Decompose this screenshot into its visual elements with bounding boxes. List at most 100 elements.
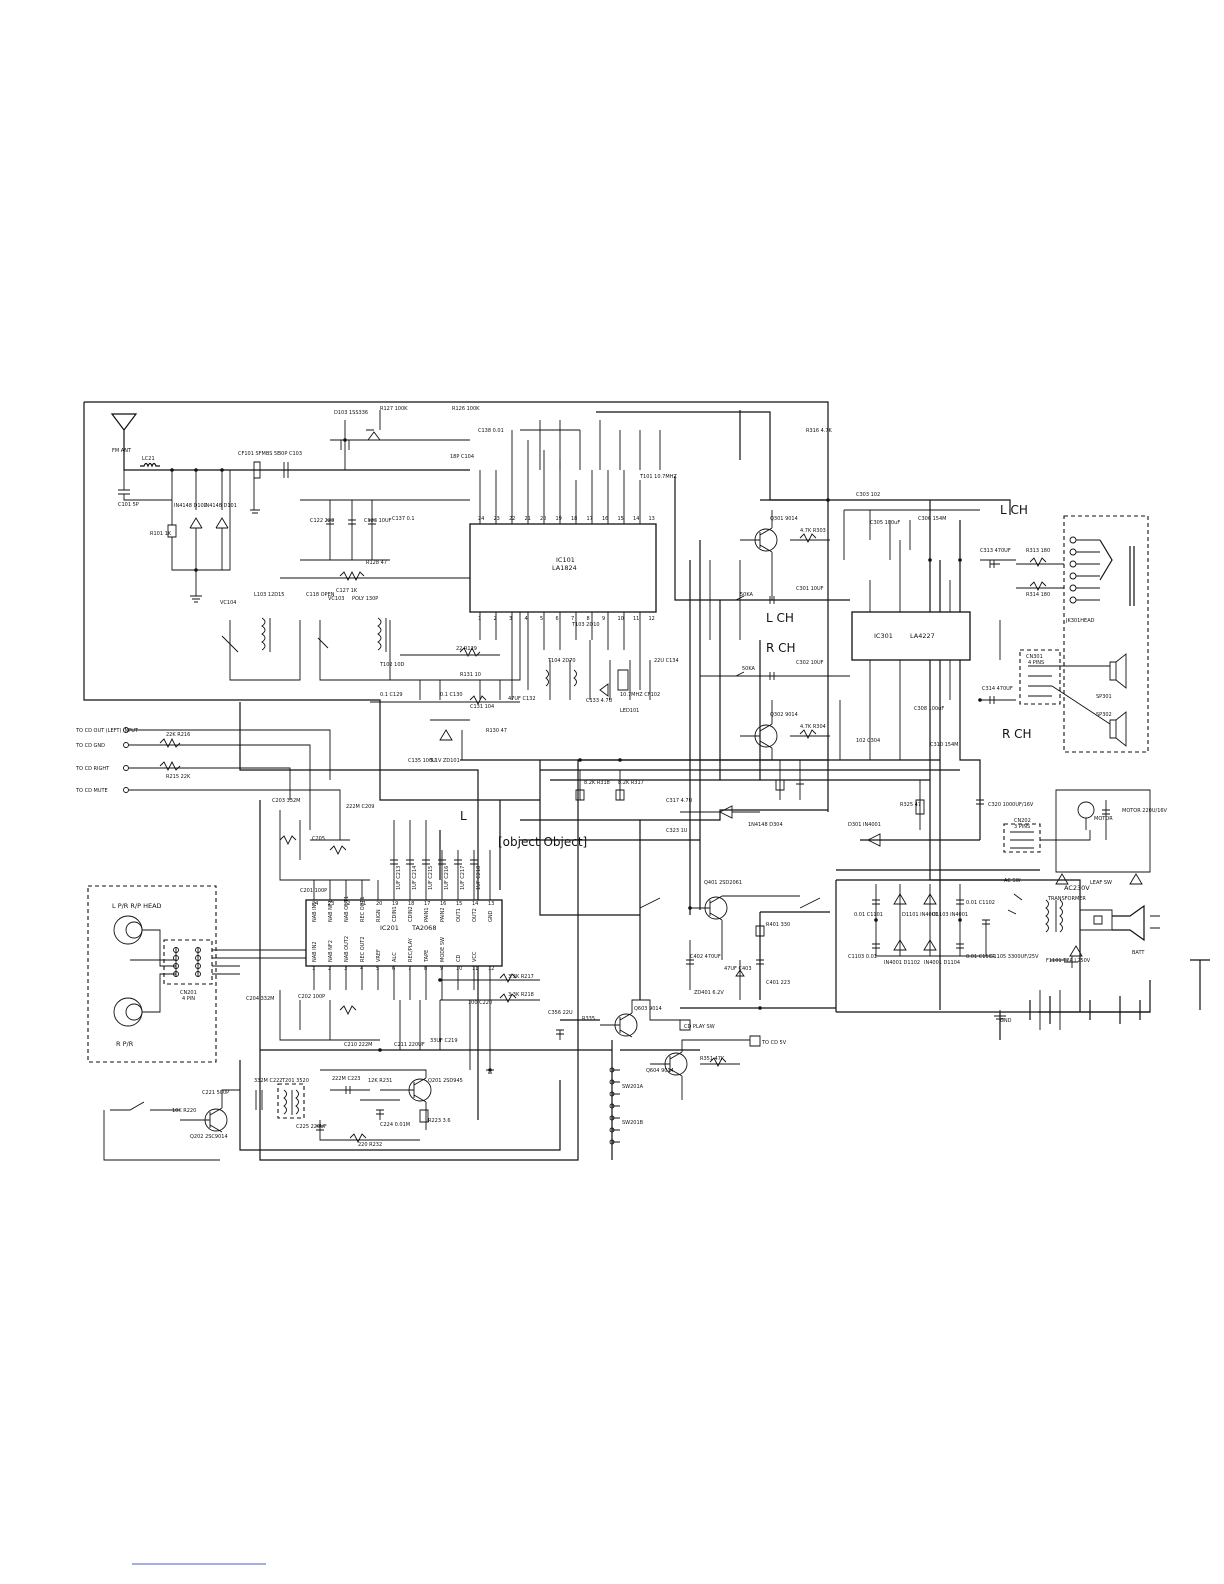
c323-label: C323 1U xyxy=(666,828,688,834)
vr301-label: 50KA xyxy=(742,666,756,672)
c301-label: C301 10UF xyxy=(796,586,824,592)
ic201-pin-bottom-10: VCC xyxy=(472,951,478,962)
ic101-pin-bottom-num-10: 11 xyxy=(633,616,639,622)
r130-label: R130 47 xyxy=(486,728,507,734)
ic201-pin-top-6: CDIN2 xyxy=(408,906,414,922)
ic201-pin-bottom-4: VREF xyxy=(376,949,382,962)
c306-label: C306 154M xyxy=(918,516,946,522)
ic101-pin-bottom-num-9: 10 xyxy=(618,616,624,622)
ic201-pin-bottom-num-5: 6 xyxy=(392,966,395,972)
r126-label: R126 100K xyxy=(452,406,480,412)
ic201-chip xyxy=(279,810,540,1074)
c211-label: C211 220UF xyxy=(394,1042,425,1048)
ic101-pin-bottom-num-8: 9 xyxy=(602,616,605,622)
ic101-pin-top-num-11: 13 xyxy=(649,516,655,522)
t102-label: T102 10D xyxy=(379,662,405,668)
sw201a-label: SW201A xyxy=(622,1084,644,1090)
c130-label: 0.1 C130 xyxy=(440,692,463,698)
junctions xyxy=(170,438,982,1072)
l-ch-label-1: L CH xyxy=(766,611,794,625)
r232-label: 220 R232 xyxy=(358,1142,382,1148)
jack-label: JK301HEAD xyxy=(1065,618,1095,624)
ic201-pin-bottom-num-9: 10 xyxy=(456,966,462,972)
main-wiring xyxy=(83,401,1151,1161)
d1101-label: D1101 IN4001 xyxy=(902,912,938,918)
ic201-coupling-cap-0: 1UF C213 xyxy=(396,866,402,890)
ic101-pin-bottom-num-5: 6 xyxy=(556,616,559,622)
ic201-pin-bottom-num-2: 3 xyxy=(344,966,347,972)
c202-label: C202 100P xyxy=(298,994,325,1000)
c103-label: 30P C103 xyxy=(278,451,302,457)
zd101-label: 5.1V ZD101 xyxy=(430,758,460,764)
d103-label: D103 1SS336 xyxy=(334,410,368,416)
cf101-label: CF101 SFMBS 5E xyxy=(238,451,280,457)
ic201-pin-top-3: REC OUT1 xyxy=(360,896,366,922)
d102-label: IN4148 D102 xyxy=(174,503,207,509)
ic101-part: LA1824 xyxy=(552,564,577,572)
ic101-pin-bottom-num-6: 7 xyxy=(571,616,574,622)
ic301-chip xyxy=(839,509,980,760)
t201-label: T201 3520 xyxy=(281,1078,309,1084)
ic201-pin-top-num-3: 21 xyxy=(360,901,366,907)
c1104-label: 0.01 C1104 xyxy=(966,954,995,960)
ic201-pin-top-2: NAB OUT1 xyxy=(344,896,350,922)
ic101-pin-top-num-3: 21 xyxy=(525,516,531,522)
gnd-label: GND xyxy=(1000,1018,1012,1024)
r335-label: R335 xyxy=(582,1016,595,1022)
sw201b-label: SW201B xyxy=(622,1120,644,1126)
ac230v-label: AC230V xyxy=(1064,884,1090,892)
ic201-pin-top-num-6: 18 xyxy=(408,901,414,907)
ic101-chip xyxy=(469,420,661,700)
ic201-coupling-cap-3: 1UF C216 xyxy=(444,866,450,890)
ic201-pin-top-0: NAB IN1 xyxy=(312,901,318,922)
c304-label: 102 C304 xyxy=(856,738,880,744)
transformer-label: TRANSFORMER xyxy=(1047,896,1086,902)
regulator-section xyxy=(430,719,984,1000)
r317-label: 8.2K R317 xyxy=(618,780,644,786)
cd-play-sw-label: CD PLAY SW xyxy=(684,1024,715,1030)
c1105-label: C1105 3300UF/25V xyxy=(990,954,1039,960)
c1101-label: 0.01 C1101 xyxy=(854,912,883,918)
motor-cap-label: MOTOR 220U/16V xyxy=(1122,808,1168,814)
c210-label: C210 222M xyxy=(344,1042,372,1048)
ic101-pin-top-num-0: 24 xyxy=(478,516,484,522)
ic201-pin-top-num-11: 13 xyxy=(488,901,494,907)
poly-label: POLY 130P xyxy=(352,596,378,602)
r101-label: R101 1K xyxy=(150,531,172,537)
c129-label: 0.1 C129 xyxy=(380,692,403,698)
cn301-pins-label: 4 PINS xyxy=(1028,660,1044,666)
d304-label: 1N4148 D304 xyxy=(748,822,783,828)
ic101-pin-top-num-4: 20 xyxy=(540,516,546,522)
ic101-pin-bottom-num-1: 2 xyxy=(494,616,497,622)
cn301-label: CN301 xyxy=(1026,654,1043,660)
output-section xyxy=(980,515,1149,753)
c123-label: C123 10UF xyxy=(364,518,392,524)
t104-label: T104 2D70 xyxy=(547,658,576,664)
vc104-label: VC104 xyxy=(220,600,236,606)
t101-label: T101 10.7MHZ xyxy=(639,474,677,480)
l103-label: L103 12D15 xyxy=(254,592,285,598)
ic201-pin-top-9: OUT1 xyxy=(456,908,462,922)
d1102-label: IN4001 D1102 xyxy=(884,960,920,966)
ic101-pin-bottom-num-0: 1 xyxy=(478,616,481,622)
head-lr-label: L P/R R/P HEAD xyxy=(112,902,162,910)
c219-label: 33UF C219 xyxy=(430,1038,458,1044)
ic101-pin-bottom-num-2: 3 xyxy=(509,616,512,622)
c224-label: C224 0.01M xyxy=(380,1122,410,1128)
ic201-pin-top-num-2: 22 xyxy=(344,901,350,907)
r223-label: R223 3.6 xyxy=(428,1118,451,1124)
c221-label: C221 500P xyxy=(202,1090,229,1096)
r218-label: 3.3K R218 xyxy=(508,992,534,998)
c1102-label: 0.01 C1102 xyxy=(966,900,995,906)
ic101-pin-bottom-num-4: 5 xyxy=(540,616,543,622)
c138-label: C138 0.01 xyxy=(478,428,504,434)
ic201-part: TA2068 xyxy=(411,924,436,932)
c133-label: C133 4.7U xyxy=(586,698,613,704)
ac-sw-label: AC SW xyxy=(1004,878,1021,884)
c302-label: C302 10UF xyxy=(796,660,824,666)
d301-label: D301 IN4001 xyxy=(848,822,881,828)
c131-label: C131 104 xyxy=(470,704,494,710)
ic201-pin-bottom-2: NAB OUT2 xyxy=(344,936,350,962)
